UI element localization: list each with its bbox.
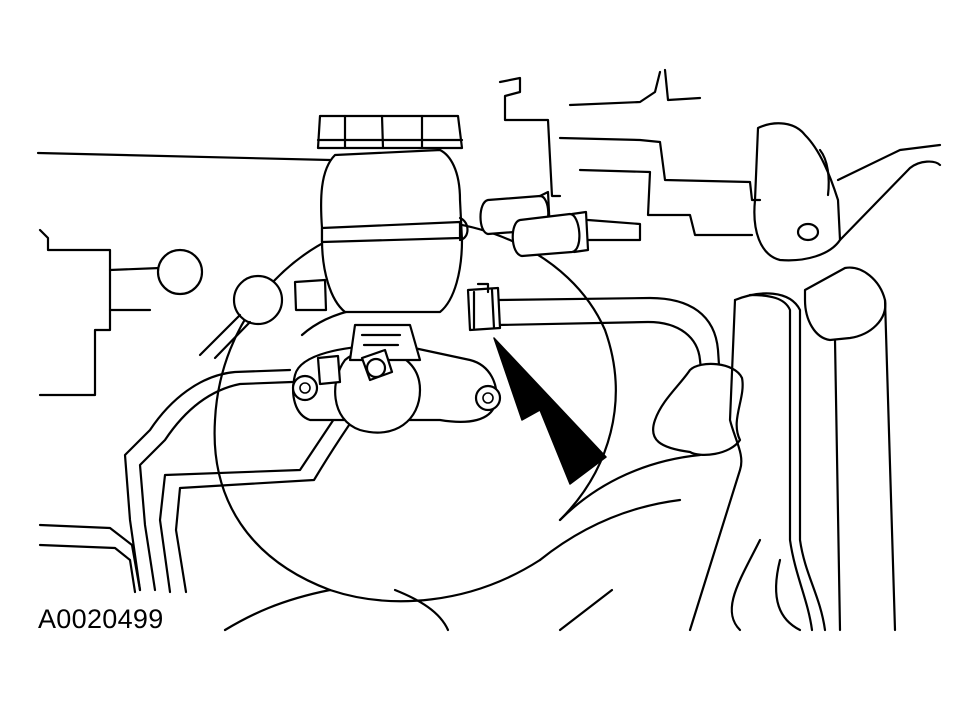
pointer-arrow-icon xyxy=(493,337,607,485)
pipe-connectors xyxy=(479,190,642,258)
master-cylinder xyxy=(291,323,502,434)
fluid-reservoir xyxy=(293,114,469,314)
left-connector-ball xyxy=(156,248,284,360)
vacuum-hose xyxy=(496,296,744,456)
right-side-structure xyxy=(538,122,942,632)
figure-id-label: A0020499 xyxy=(38,604,164,634)
vacuum-hose-connector xyxy=(466,282,502,332)
